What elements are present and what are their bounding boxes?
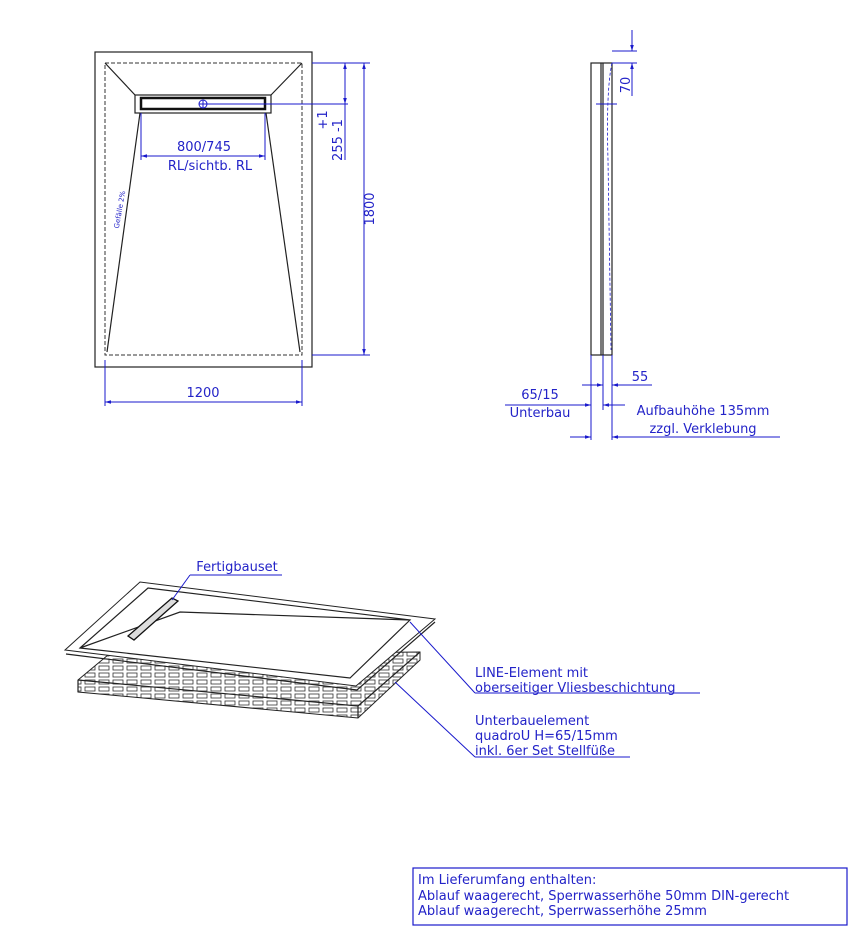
drain-offset-tolerance: +1	[316, 110, 331, 129]
length-label: 1800	[363, 192, 378, 225]
drain-depth-label: 70	[619, 77, 634, 94]
callout-base-3: inkl. 6er Set Stellfüße	[475, 744, 615, 759]
drain-width-label: 800/745	[177, 140, 231, 155]
side-view: 70 55 65/15 Unterbau Aufbauhöhe 135mm zz…	[505, 30, 780, 440]
slope-lines	[104, 62, 303, 353]
drain-type-label: RL/sichtb. RL	[168, 159, 253, 174]
drain-offset-label: 255 -1	[331, 119, 346, 161]
base-element-edges	[77, 651, 421, 718]
scope-of-delivery-box: Im Lieferumfang enthalten: Ablauf waager…	[412, 867, 848, 926]
shower-tray-surface	[78, 587, 412, 679]
scope-title: Im Lieferumfang enthalten:	[418, 873, 596, 888]
base-height-label: 65/15	[521, 388, 558, 403]
callout-set: Fertigbauset	[196, 560, 277, 575]
shower-tray-frame	[63, 581, 437, 687]
scope-item: Ablauf waagerecht, Sperrwasserhöhe 25mm	[418, 904, 707, 919]
slope-curve	[607, 62, 613, 351]
callout-base-1: Unterbauelement	[475, 714, 589, 729]
scope-item: Ablauf waagerecht, Sperrwasserhöhe 50mm …	[418, 889, 789, 904]
callout-line-1: LINE-Element mit	[475, 666, 588, 681]
thickness-label: 55	[632, 370, 649, 385]
tray-inner-edge	[104, 62, 303, 356]
drain-channel-3d	[126, 597, 180, 641]
isometric-view: Fertigbauset LINE-Element mit oberseitig…	[63, 560, 700, 759]
build-height-note: zzgl. Verklebung	[649, 422, 756, 437]
width-label: 1200	[186, 386, 219, 401]
callout-line-2: oberseitiger Vliesbeschichtung	[475, 681, 676, 696]
base-label: Unterbau	[510, 406, 571, 421]
top-view: 800/745 RL/sichtb. RL 255 -1 +1 1800 120…	[94, 51, 378, 406]
tray-outline	[94, 51, 313, 368]
build-height-label: Aufbauhöhe 135mm	[637, 404, 770, 419]
callout-base-2: quadroU H=65/15mm	[475, 729, 618, 744]
